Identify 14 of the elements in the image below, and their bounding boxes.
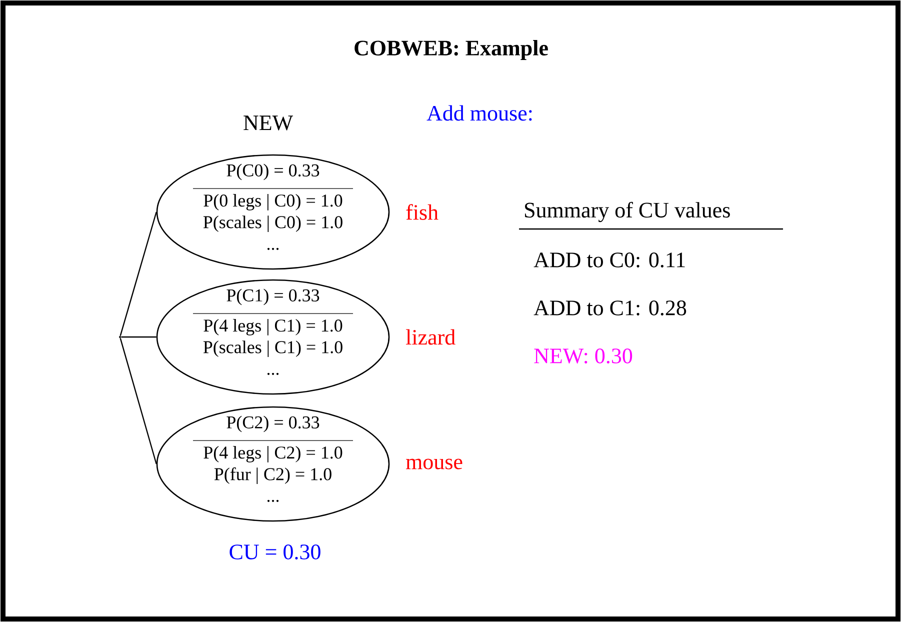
score-label: CU = 0.30 [230, 544, 320, 560]
step-heading: Add mouse: [426, 105, 532, 121]
summary-heading: Summary of CU values [525, 202, 730, 222]
class-label: lizard [406, 329, 456, 345]
title: COBWEB: Example [354, 40, 548, 60]
summary-line: NEW: 0.30 [534, 348, 632, 364]
tree-line [120, 212, 157, 336]
summary-line: ADD to C0: 0.11 [534, 252, 685, 268]
tree-label: NEW [244, 116, 293, 130]
class-label: fish [406, 204, 438, 220]
summary-line: ADD to C1: 0.28 [534, 300, 686, 316]
tree-line [120, 338, 157, 464]
class-label: mouse [406, 458, 462, 470]
tree-line [121, 336, 156, 338]
